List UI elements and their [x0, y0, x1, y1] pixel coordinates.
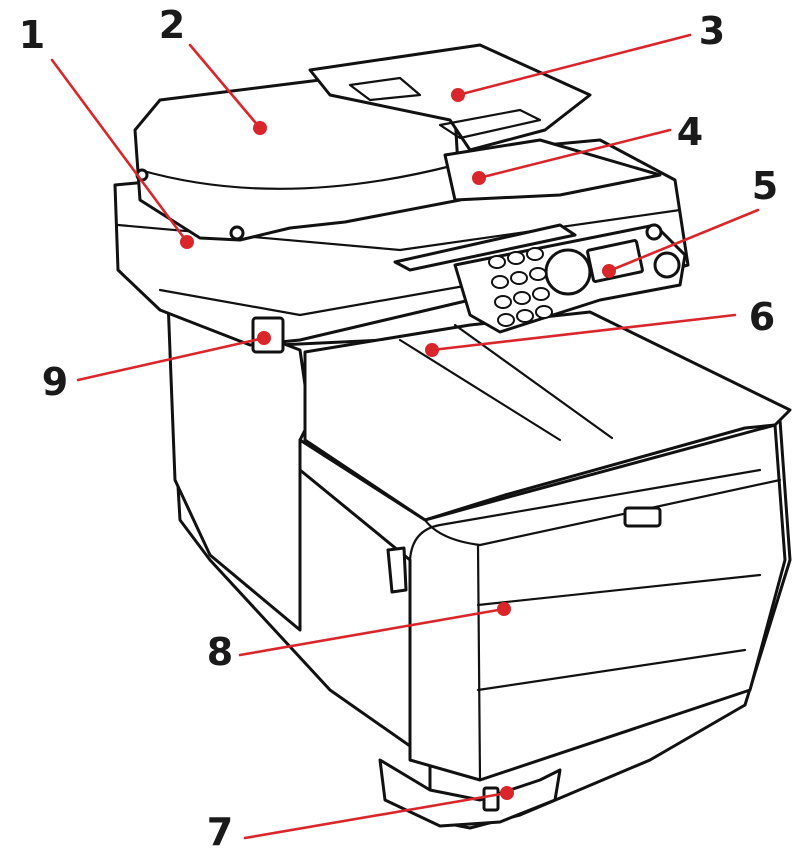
callout-9-leader: [76, 336, 266, 382]
front-cover-edge: [408, 468, 762, 562]
paper-tray-line-2: [476, 648, 747, 692]
panel-start-button: [653, 251, 681, 279]
callout-2-leader: [188, 43, 262, 130]
callout-4-label: 4: [677, 110, 703, 154]
adf-hinge-right: [229, 225, 245, 241]
keypad: [488, 247, 553, 327]
callout-5-label: 5: [752, 164, 778, 208]
callout-2-marker: [253, 121, 267, 135]
callout-8-leader: [238, 607, 506, 657]
callout-labels: 1 2 3 4 5 6 7 8 9: [19, 3, 778, 851]
paper-tray-side: [476, 543, 482, 782]
callout-8-label: 8: [207, 630, 233, 674]
printer-illustration: [113, 43, 792, 830]
adf-feed-slot: [438, 108, 542, 140]
callout-9-label: 9: [42, 360, 68, 404]
scanner-slot: [393, 223, 577, 272]
side-latch: [386, 546, 408, 594]
printer-left-side: [166, 298, 312, 632]
scanner-front-line: [158, 283, 472, 317]
callout-1-label: 1: [19, 13, 45, 57]
paper-tray-line-1: [476, 573, 762, 607]
callout-3-marker: [451, 88, 465, 102]
callout-1-leader: [50, 58, 189, 244]
panel-display: [586, 239, 644, 283]
callout-7-marker: [500, 786, 514, 800]
callout-6-leader: [430, 313, 737, 352]
callout-7-label: 7: [207, 810, 233, 851]
callout-4-marker: [472, 171, 486, 185]
callout-4-leader: [477, 128, 672, 180]
callout-6-marker: [425, 343, 439, 357]
callout-5-leader: [607, 208, 760, 273]
callout-3-leader: [456, 33, 692, 97]
callout-7-leader: [243, 791, 509, 840]
panel-small-button: [645, 223, 663, 241]
power-switch-shape: [482, 786, 500, 812]
adf-guide: [348, 76, 422, 102]
callout-3-label: 3: [699, 9, 725, 53]
front-cover-edge-2: [423, 478, 782, 547]
adf-output-tray-shape: [443, 138, 662, 202]
adf-cover-shape: [133, 78, 462, 242]
printer-front-block: [298, 423, 787, 782]
callout-9-marker: [257, 331, 271, 345]
callout-8-marker: [497, 602, 511, 616]
callout-1-marker: [180, 235, 194, 249]
callout-6-label: 6: [749, 295, 775, 339]
printer-foot: [378, 758, 562, 828]
front-handle: [623, 506, 662, 528]
callout-5-marker: [602, 264, 616, 278]
callout-leaders: [50, 33, 760, 840]
adf-cover-line: [138, 163, 457, 190]
callout-2-label: 2: [159, 3, 185, 47]
panel-dial: [544, 248, 592, 296]
output-tray-line-1: [398, 338, 562, 442]
